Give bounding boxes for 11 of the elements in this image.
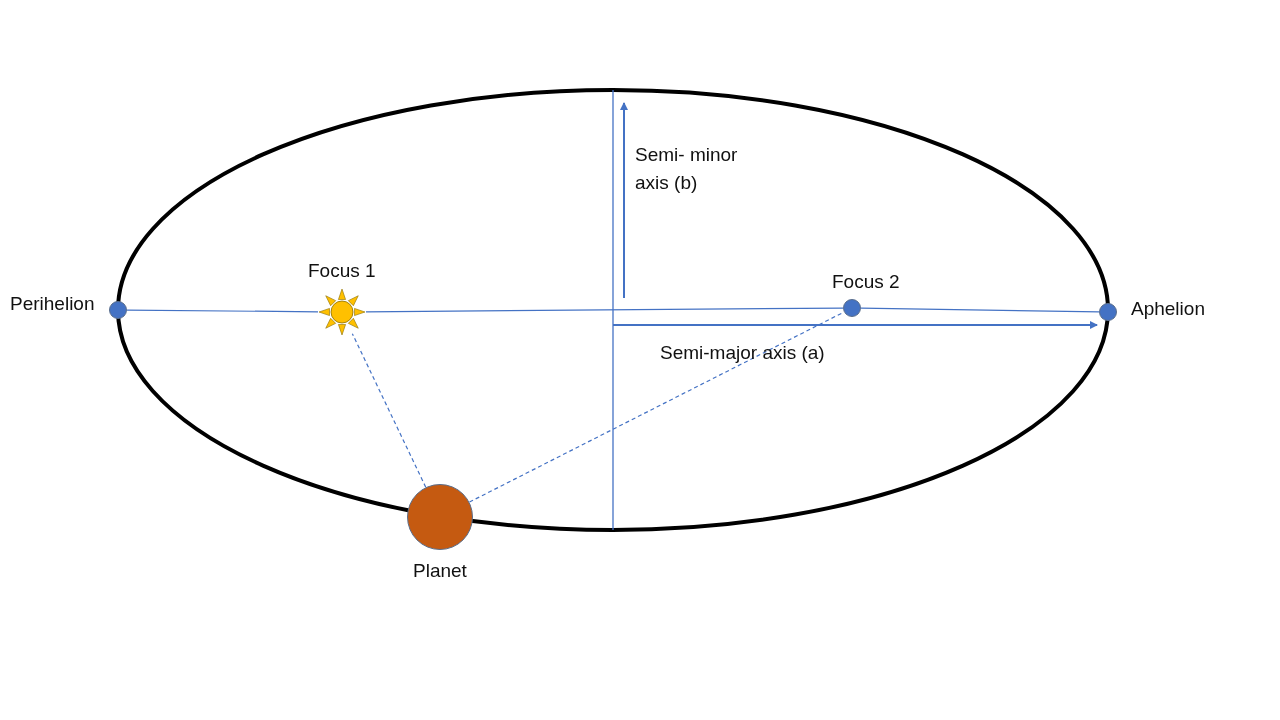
connector-line xyxy=(860,307,1100,313)
point-label: Focus 2 xyxy=(832,271,900,293)
connector-line xyxy=(126,309,319,313)
point-label: Aphelion xyxy=(1131,298,1205,320)
axis-label: Semi-major axis (a) xyxy=(660,341,825,365)
connector-line xyxy=(365,307,844,313)
point-label: Perihelion xyxy=(10,293,95,315)
point-label: Planet xyxy=(413,560,467,582)
point-label: Focus 1 xyxy=(308,260,376,282)
dashed-line xyxy=(351,333,427,488)
axis-label: Semi- minor axis (b) xyxy=(635,143,739,195)
